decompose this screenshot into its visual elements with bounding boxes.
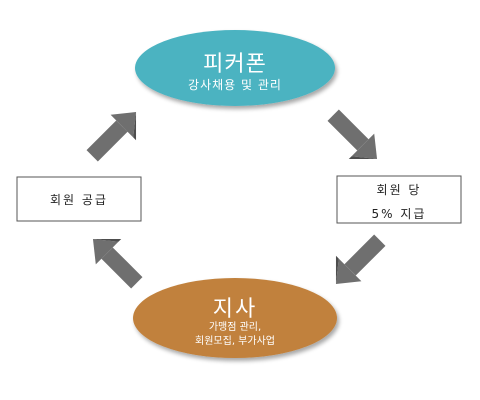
bottom-node-title: 지사 (212, 297, 258, 322)
arrow-right-to-bottom (335, 234, 386, 285)
left-node-label: 회원 공급 (50, 193, 108, 207)
arrow-bottom-to-left (92, 238, 143, 289)
top-node-title: 피커폰 (203, 52, 267, 77)
top-node-subtitle: 강사채용 및 관리 (188, 78, 282, 92)
left-node-box (16, 176, 142, 222)
right-node-label-line2: 5% 지급 (371, 207, 427, 221)
bottom-node-subtitle-line1: 가맹점 관리, (208, 322, 262, 333)
bottom-node-ellipse (133, 278, 337, 358)
right-node-box (336, 175, 462, 224)
arrow-left-to-top (86, 111, 137, 162)
top-node-ellipse (135, 30, 335, 106)
bottom-node-subtitle-line2: 회원모집, 부가사업 (195, 336, 275, 347)
arrow-top-to-right (327, 109, 378, 160)
right-node-label-line1: 회원 당 (376, 183, 422, 197)
